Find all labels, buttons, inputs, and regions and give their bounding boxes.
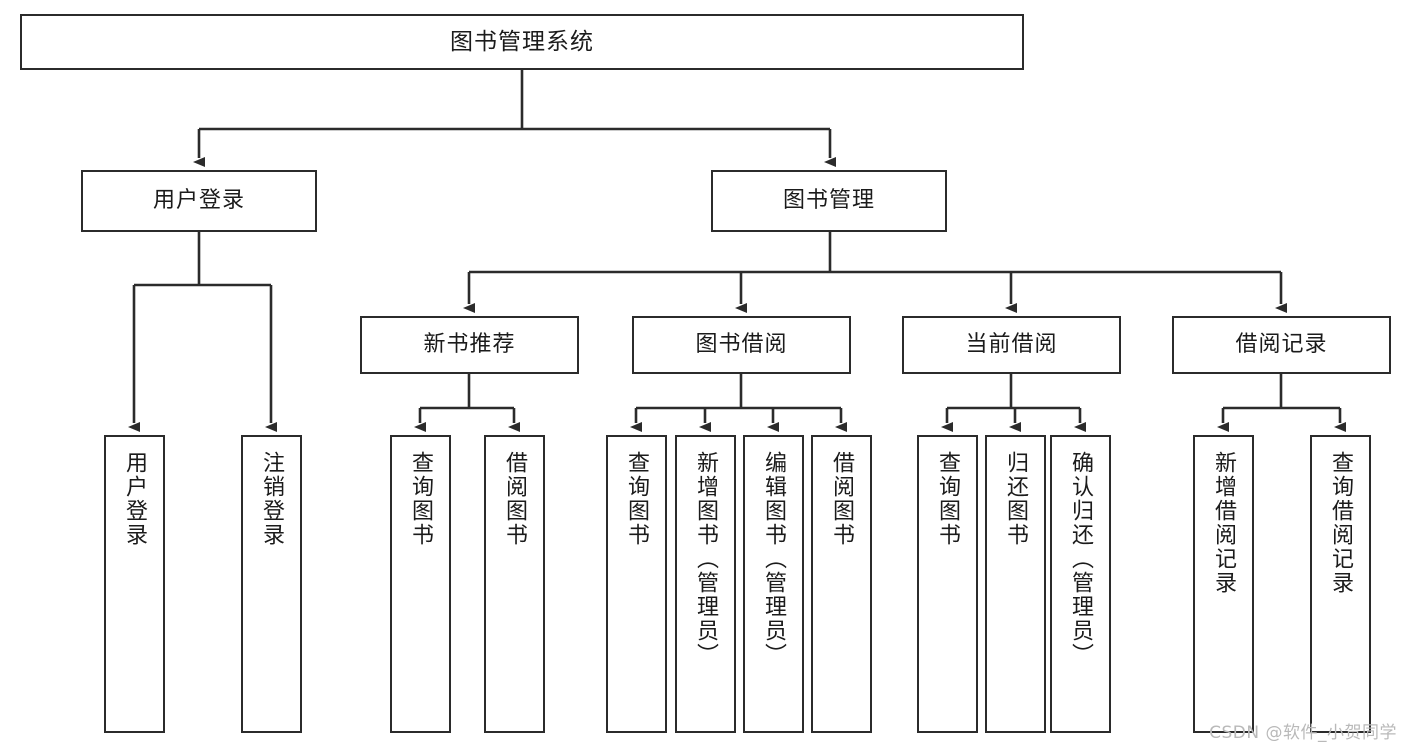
- node-book-borrow-label: 图书借阅: [695, 332, 788, 358]
- leaf-query-book-1[interactable]: 查询图书: [390, 435, 451, 733]
- node-user-login-label: 用户登录: [152, 188, 245, 214]
- node-user-login[interactable]: 用户登录: [81, 170, 317, 232]
- node-current-borrow-label: 当前借阅: [965, 332, 1058, 358]
- leaf-return-book-label: 归还图书: [1003, 451, 1029, 547]
- leaf-query-book-2[interactable]: 查询图书: [606, 435, 667, 733]
- leaf-add-book-label: 新增图书（管理员）: [693, 451, 719, 667]
- leaf-edit-book[interactable]: 编辑图书（管理员）: [743, 435, 804, 733]
- leaf-add-record-label: 新增借阅记录: [1211, 451, 1237, 595]
- node-borrow-record[interactable]: 借阅记录: [1172, 316, 1391, 374]
- leaf-borrow-book-2-label: 借阅图书: [829, 451, 855, 547]
- leaf-user-logout[interactable]: 注销登录: [241, 435, 302, 733]
- leaf-query-record-label: 查询借阅记录: [1328, 451, 1354, 595]
- node-new-book-rec[interactable]: 新书推荐: [360, 316, 579, 374]
- leaf-query-book-1-label: 查询图书: [408, 451, 434, 547]
- leaf-user-login[interactable]: 用户登录: [104, 435, 165, 733]
- leaf-query-book-3[interactable]: 查询图书: [917, 435, 978, 733]
- node-current-borrow[interactable]: 当前借阅: [902, 316, 1121, 374]
- leaf-borrow-book-2[interactable]: 借阅图书: [811, 435, 872, 733]
- leaf-add-record[interactable]: 新增借阅记录: [1193, 435, 1254, 733]
- leaf-user-login-label: 用户登录: [122, 451, 148, 547]
- node-root-label: 图书管理系统: [450, 28, 594, 55]
- leaf-query-record[interactable]: 查询借阅记录: [1310, 435, 1371, 733]
- leaf-confirm-return-label: 确认归还（管理员）: [1068, 451, 1094, 667]
- leaf-borrow-book-1[interactable]: 借阅图书: [484, 435, 545, 733]
- leaf-query-book-2-label: 查询图书: [624, 451, 650, 547]
- leaf-user-logout-label: 注销登录: [259, 451, 285, 547]
- watermark-text: CSDN @软件_小贺同学: [1209, 723, 1397, 743]
- leaf-edit-book-label: 编辑图书（管理员）: [761, 451, 787, 667]
- leaf-add-book[interactable]: 新增图书（管理员）: [675, 435, 736, 733]
- leaf-confirm-return[interactable]: 确认归还（管理员）: [1050, 435, 1111, 733]
- leaf-borrow-book-1-label: 借阅图书: [502, 451, 528, 547]
- node-borrow-record-label: 借阅记录: [1235, 332, 1328, 358]
- node-book-manage[interactable]: 图书管理: [711, 170, 947, 232]
- node-new-book-rec-label: 新书推荐: [423, 332, 516, 358]
- node-book-borrow[interactable]: 图书借阅: [632, 316, 851, 374]
- node-root[interactable]: 图书管理系统: [20, 14, 1024, 70]
- leaf-query-book-3-label: 查询图书: [935, 451, 961, 547]
- leaf-return-book[interactable]: 归还图书: [985, 435, 1046, 733]
- node-book-manage-label: 图书管理: [782, 188, 875, 214]
